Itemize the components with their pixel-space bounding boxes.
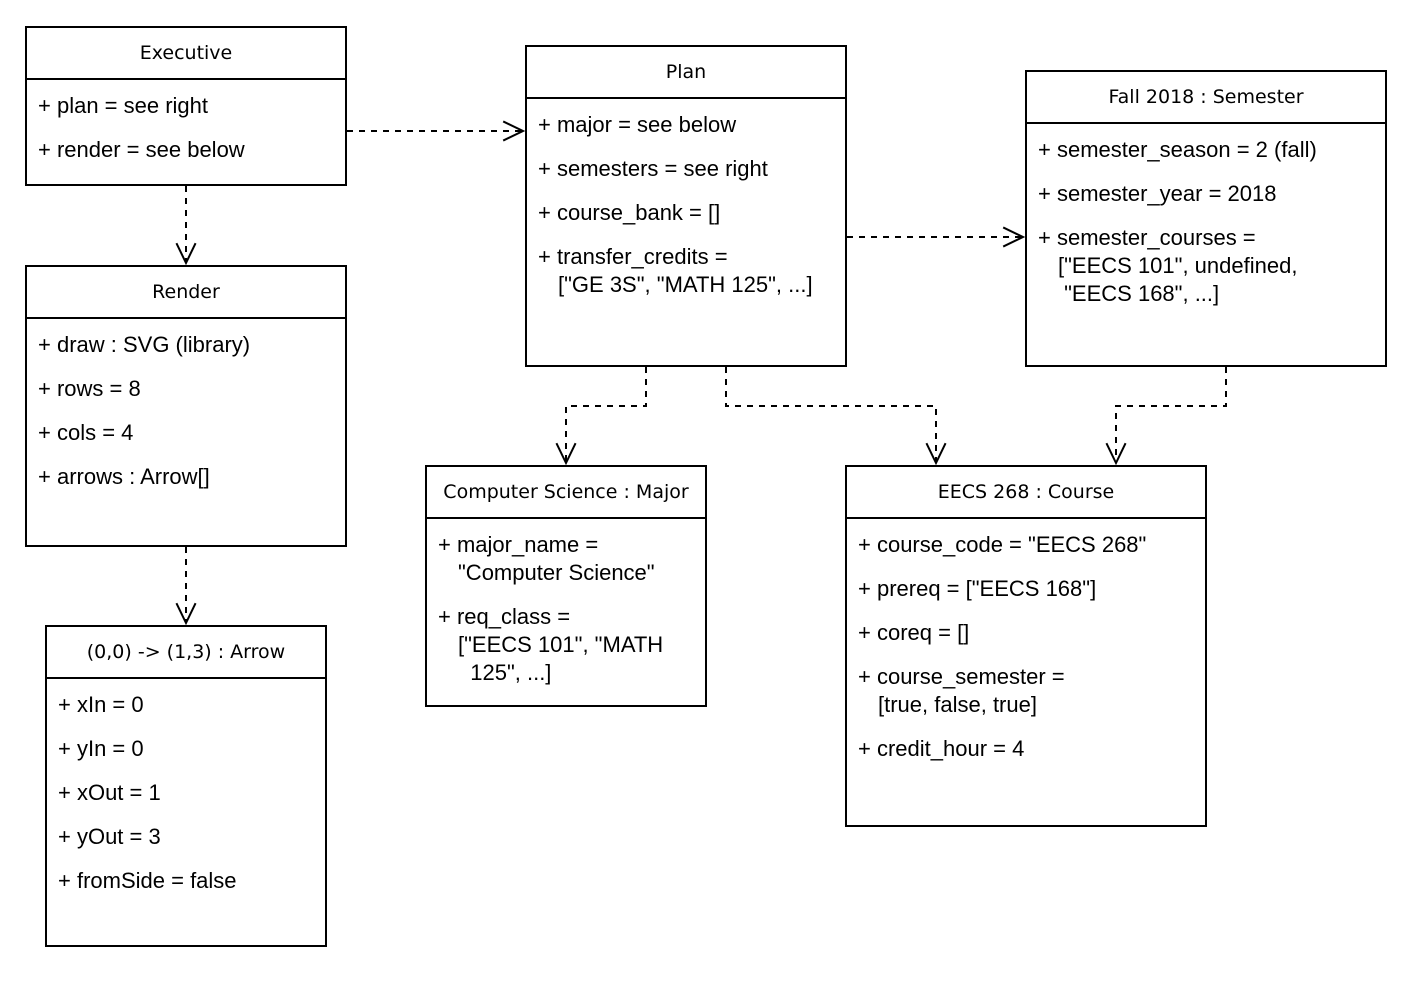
attribute-line: "Computer Science" [458, 560, 655, 585]
attribute: + semester_courses = ["EECS 101", undefin… [1027, 224, 1385, 308]
attribute: + draw : SVG (library) [27, 331, 345, 359]
attribute-line: + course_bank = [] [538, 200, 721, 225]
open-arrowhead-icon [925, 442, 947, 466]
attribute-line: "EECS 168", ...] [1058, 281, 1220, 306]
attribute-line: + cols = 4 [38, 420, 134, 445]
dependency-edge-plan-course [725, 367, 947, 466]
attribute-list: + course_code = "EECS 268" + prereq = ["E… [847, 531, 1205, 763]
attribute-line: 125", ...] [458, 660, 552, 685]
attribute-line: + credit_hour = 4 [858, 736, 1025, 761]
attribute: + semesters = see right [527, 155, 845, 183]
attribute: + xIn = 0 [47, 691, 325, 719]
attribute-list: + xIn = 0 + yIn = 0 + xOut = 1 + yOut = 3 + … [47, 691, 325, 895]
class-title: Fall 2018 : Semester [1027, 72, 1385, 124]
class-box-semester: Fall 2018 : Semester + semester_season = … [1025, 70, 1387, 367]
attribute-line: ["EECS 101", "MATH [458, 632, 664, 657]
open-arrowhead-icon [1002, 226, 1026, 248]
attribute: + render = see below [27, 136, 345, 164]
dependency-edge-render-arrow [175, 547, 197, 626]
attribute: + plan = see right [27, 92, 345, 120]
attribute-line: + render = see below [38, 137, 245, 162]
attribute: + semester_season = 2 (fall) [1027, 136, 1385, 164]
attribute: + course_bank = [] [527, 199, 845, 227]
edge-line [565, 367, 647, 463]
attribute-line: + draw : SVG (library) [38, 332, 251, 357]
dependency-edge-semester-course [1105, 367, 1227, 466]
class-title: Render [27, 267, 345, 319]
attribute: + xOut = 1 [47, 779, 325, 807]
class-box-major: Computer Science : Major + major_name = "C… [425, 465, 707, 707]
open-arrowhead-icon [502, 120, 526, 142]
open-arrowhead-icon [175, 242, 197, 266]
attribute-line: ["EECS 101", undefined, [1058, 253, 1298, 278]
attribute-line: + semester_season = 2 (fall) [1038, 137, 1317, 162]
attribute-line: + arrows : Arrow[] [38, 464, 210, 489]
attribute: + fromSide = false [47, 867, 325, 895]
dependency-edge-plan-major [555, 367, 647, 466]
attribute-line: + transfer_credits = [538, 244, 728, 269]
attribute: + coreq = [] [847, 619, 1205, 647]
attribute-line: + rows = 8 [38, 376, 141, 401]
attribute-list: + draw : SVG (library) + rows = 8 + cols =… [27, 331, 345, 491]
open-arrowhead-icon [175, 602, 197, 626]
attribute: + major = see below [527, 111, 845, 139]
attribute-line: + semester_courses = [1038, 225, 1256, 250]
attribute-line: + xIn = 0 [58, 692, 144, 717]
class-title: (0,0) -> (1,3) : Arrow [47, 627, 325, 679]
attribute-list: + plan = see right + render = see below [27, 92, 345, 164]
attribute-line: + course_semester = [858, 664, 1065, 689]
edge-line [1115, 367, 1227, 463]
attribute: + transfer_credits = ["GE 3S", "MATH 125"… [527, 243, 845, 299]
attribute: + arrows : Arrow[] [27, 463, 345, 491]
dependency-edge-executive-plan [347, 120, 526, 142]
class-title: Plan [527, 47, 845, 99]
attribute-line: + xOut = 1 [58, 780, 161, 805]
attribute: + rows = 8 [27, 375, 345, 403]
class-box-arrow: (0,0) -> (1,3) : Arrow + xIn = 0 + yIn = 0… [45, 625, 327, 947]
open-arrowhead-icon [1105, 442, 1127, 466]
attribute: + semester_year = 2018 [1027, 180, 1385, 208]
attribute-line: ["GE 3S", "MATH 125", ...] [558, 272, 813, 297]
attribute-line: + semester_year = 2018 [1038, 181, 1277, 206]
attribute-list: + semester_season = 2 (fall) + semester_y… [1027, 136, 1385, 308]
attribute: + course_semester = [true, false, true] [847, 663, 1205, 719]
dependency-edge-executive-render [175, 186, 197, 266]
open-arrowhead-icon [555, 442, 577, 466]
attribute-line: + plan = see right [38, 93, 209, 118]
attribute: + cols = 4 [27, 419, 345, 447]
attribute-line: + yIn = 0 [58, 736, 144, 761]
attribute: + major_name = "Computer Science" [427, 531, 705, 587]
class-title: Executive [27, 28, 345, 80]
attribute: + prereq = ["EECS 168"] [847, 575, 1205, 603]
attribute: + yOut = 3 [47, 823, 325, 851]
attribute-line: + major = see below [538, 112, 737, 137]
attribute-line: + prereq = ["EECS 168"] [858, 576, 1097, 601]
class-title: EECS 268 : Course [847, 467, 1205, 519]
attribute: + course_code = "EECS 268" [847, 531, 1205, 559]
attribute: + credit_hour = 4 [847, 735, 1205, 763]
attribute-list: + major = see below + semesters = see rig… [527, 111, 845, 299]
class-box-plan: Plan + major = see below + semesters = see… [525, 45, 847, 367]
attribute: + req_class = ["EECS 101", "MATH 125", ..… [427, 603, 705, 687]
attribute-line: + req_class = [438, 604, 571, 629]
attribute-line: + yOut = 3 [58, 824, 161, 849]
attribute-line: + course_code = "EECS 268" [858, 532, 1147, 557]
class-box-course: EECS 268 : Course + course_code = "EECS 2… [845, 465, 1207, 827]
attribute: + yIn = 0 [47, 735, 325, 763]
attribute-line: + coreq = [] [858, 620, 970, 645]
dependency-edge-plan-semester [847, 226, 1026, 248]
class-box-render: Render+ draw : SVG (library)+ rows = 8+ … [25, 265, 347, 547]
class-box-executive: Executive + plan = see right + render = se… [25, 26, 347, 186]
attribute-line: + semesters = see right [538, 156, 768, 181]
edge-line [725, 367, 937, 463]
attribute-line: + major_name = [438, 532, 599, 557]
attribute-line: [true, false, true] [878, 692, 1037, 717]
attribute-line: + fromSide = false [58, 868, 237, 893]
class-title: Computer Science : Major [427, 467, 705, 519]
attribute-list: + major_name = "Computer Science" + req_cl… [427, 531, 705, 687]
